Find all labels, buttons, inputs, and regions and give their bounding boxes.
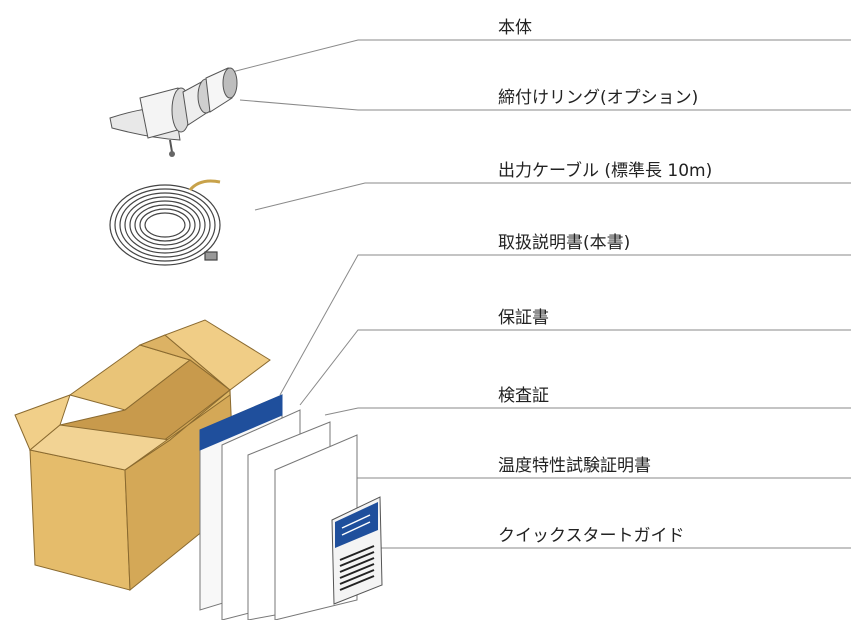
leader-ring	[239, 99, 851, 111]
label-warranty: 保証書	[498, 308, 549, 328]
quickstart-guide-icon	[331, 496, 383, 605]
label-quickstart: クイックスタートガイド	[498, 526, 685, 546]
label-body: 本体	[498, 18, 532, 38]
label-ring: 締付けリング(オプション)	[498, 88, 699, 108]
leader-lines	[231, 39, 851, 549]
cable-coil-icon	[109, 179, 221, 266]
leader-warranty	[299, 329, 851, 406]
label-inspection: 検査証	[498, 386, 549, 406]
label-temp-cert: 温度特性試験証明書	[498, 456, 651, 476]
label-cable: 出力ケーブル (標準長 10m)	[498, 161, 713, 181]
leader-manual	[279, 254, 851, 396]
document-stack	[199, 394, 358, 621]
leader-body	[231, 39, 851, 73]
label-manual: 取扱説明書(本書)	[498, 233, 631, 253]
sensor-body-icon	[109, 67, 238, 157]
leader-cable	[254, 182, 851, 211]
leader-inspection	[324, 407, 851, 416]
